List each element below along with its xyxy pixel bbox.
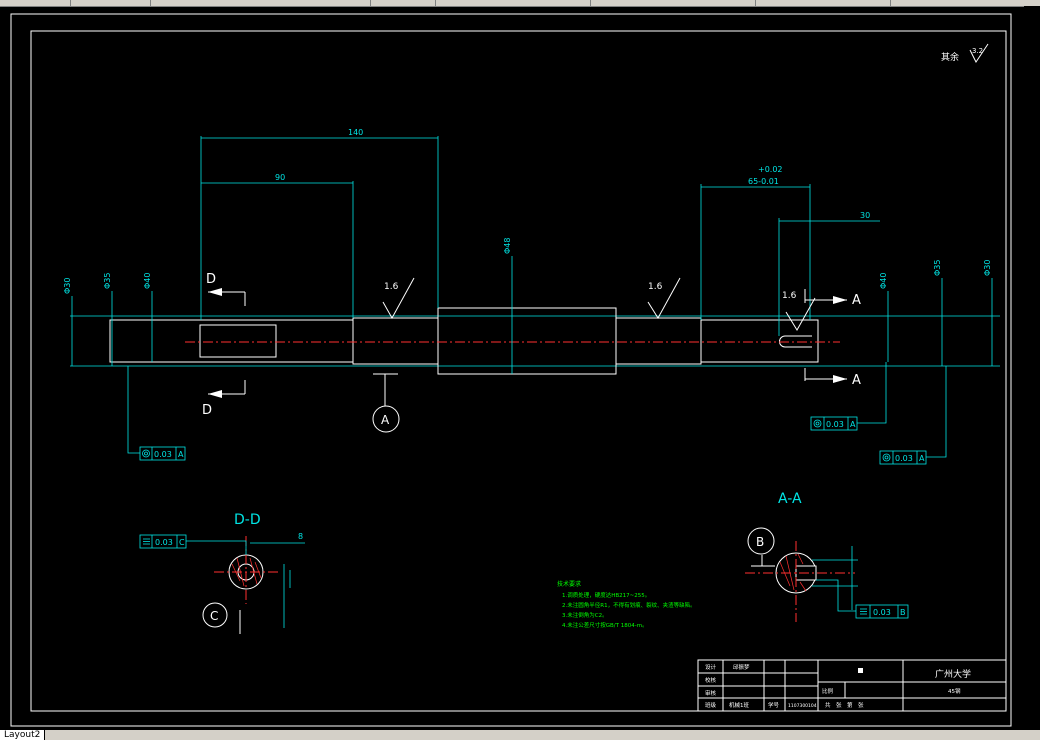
tolerance-frame-right-upper: 0.03 A — [810, 362, 887, 431]
tb-class-label: 班级 — [705, 701, 717, 709]
tb-sheet-info: 共 张 第 张 — [825, 701, 864, 709]
tb-id-value: 1107300104 — [788, 703, 817, 709]
dim-dia-4: Φ48 — [503, 238, 512, 254]
vertical-scrollbar[interactable] — [1024, 6, 1040, 730]
dim-dd-width: 8 — [298, 532, 303, 541]
section-aa-view: A-A B 0.03 B — [745, 491, 909, 622]
sheet-outer-border — [10, 13, 1012, 727]
toolbar-separator — [370, 0, 371, 6]
dim-dia-1: Φ30 — [63, 278, 72, 294]
dim-dia-7: Φ30 — [983, 260, 992, 276]
technical-notes: 技术要求 1.调质处理，硬度达HB217~255。 2.未注圆角半径R1，不得有… — [557, 580, 696, 629]
section-a-bottom: A — [852, 373, 861, 388]
tol-right-lower-value: 0.03 — [895, 454, 913, 463]
dim-90: 90 — [275, 173, 285, 182]
section-dd-view: D-D C 0.03 C 8 — [139, 512, 305, 634]
tb-id-label: 学号 — [768, 701, 780, 709]
tb-check-label: 校核 — [705, 676, 717, 684]
notes-line-4: 4.未注公差尺寸按GB/T 1804-m。 — [562, 621, 648, 629]
datum-a: A — [372, 373, 400, 433]
toolbar-separator — [755, 0, 756, 6]
tol-aa-datum: B — [900, 608, 906, 617]
dim-dia-2: Φ35 — [103, 273, 112, 289]
datum-b-label: B — [756, 535, 764, 549]
tb-class-value: 机械1班 — [729, 701, 749, 709]
tb-design-label: 设计 — [705, 663, 717, 671]
tol-left-value: 0.03 — [154, 450, 172, 459]
status-bar — [0, 730, 1040, 740]
sheet-inner-border — [30, 30, 1007, 712]
notes-line-2: 2.未注圆角半径R1，不得有划痕、裂纹、夹渣等缺陷。 — [562, 601, 696, 609]
section-d-top: D — [206, 272, 216, 287]
roughness-right: 1.6 — [782, 291, 797, 301]
section-dd-title: D-D — [234, 512, 261, 528]
tol-left-datum: A — [178, 450, 184, 459]
dim-140: 140 — [348, 128, 363, 137]
tol-dd-value: 0.03 — [155, 538, 173, 547]
tolerance-frame-right-lower: 0.03 A — [879, 366, 947, 465]
notes-line-3: 3.未注倒角为C2。 — [562, 611, 608, 619]
tolerance-frame-left: 0.03 A — [127, 366, 186, 461]
roughness-prefix: 其余 — [941, 51, 959, 63]
tol-right-upper-value: 0.03 — [826, 420, 844, 429]
roughness-left: 1.6 — [384, 282, 399, 292]
dim-dia-3: Φ40 — [143, 273, 152, 289]
dim-dia-6: Φ35 — [933, 260, 942, 276]
title-block: 设计 邱振梦 校核 审核 班级 机械1班 学号 1107300104 比例 广州… — [697, 659, 1007, 712]
tol-right-lower-datum: A — [919, 454, 925, 463]
tb-school: 广州大学 — [935, 668, 971, 680]
roughness-value: 3.2 — [972, 47, 983, 55]
dim-30: 30 — [860, 211, 870, 220]
section-d-bottom: D — [202, 403, 212, 418]
dim-dia-5: Φ40 — [879, 273, 888, 289]
toolbar-separator — [150, 0, 151, 6]
tb-scale-label: 比例 — [822, 687, 834, 695]
tab-layout2[interactable]: Layout2 — [0, 730, 46, 740]
length-dimensions: 140 90 +0.02 65-0.01 30 — [200, 128, 880, 336]
toolbar-separator — [590, 0, 591, 6]
tb-designer: 邱振梦 — [733, 663, 750, 671]
tol-aa-value: 0.03 — [873, 608, 891, 617]
notes-title: 技术要求 — [557, 580, 581, 588]
roughness-mid: 1.6 — [648, 282, 663, 292]
notes-line-1: 1.调质处理，硬度达HB217~255。 — [562, 591, 650, 599]
tb-material: 45钢 — [948, 687, 961, 695]
shaft-main-view — [70, 307, 1000, 375]
datum-a-label: A — [381, 413, 390, 427]
section-aa-title: A-A — [778, 491, 802, 507]
datum-c-label: C — [210, 609, 218, 623]
section-markers: D D A A — [202, 272, 861, 418]
toolbar-separator — [70, 0, 71, 6]
diameter-dimensions: Φ30 Φ35 Φ40 Φ48 Φ40 Φ35 Φ30 — [63, 238, 993, 374]
toolbar-separator — [890, 0, 891, 6]
section-a-top: A — [852, 293, 861, 308]
tol-dd-datum: C — [179, 538, 185, 547]
tb-review-label: 审核 — [705, 689, 717, 697]
tol-right-upper-datum: A — [850, 420, 856, 429]
dim-tol-upper: +0.02 — [758, 165, 783, 174]
surface-roughness-marks: 1.6 1.6 1.6 — [382, 277, 816, 331]
roughness-symbol-icon: 3.2 — [969, 43, 989, 63]
drawing-canvas[interactable]: 其余 3.2 Φ30 Φ35 Φ40 Φ48 Φ40 Φ35 Φ30 — [0, 6, 1024, 730]
toolbar — [0, 0, 1040, 7]
dim-65: 65-0.01 — [748, 177, 779, 186]
toolbar-separator — [435, 0, 436, 6]
